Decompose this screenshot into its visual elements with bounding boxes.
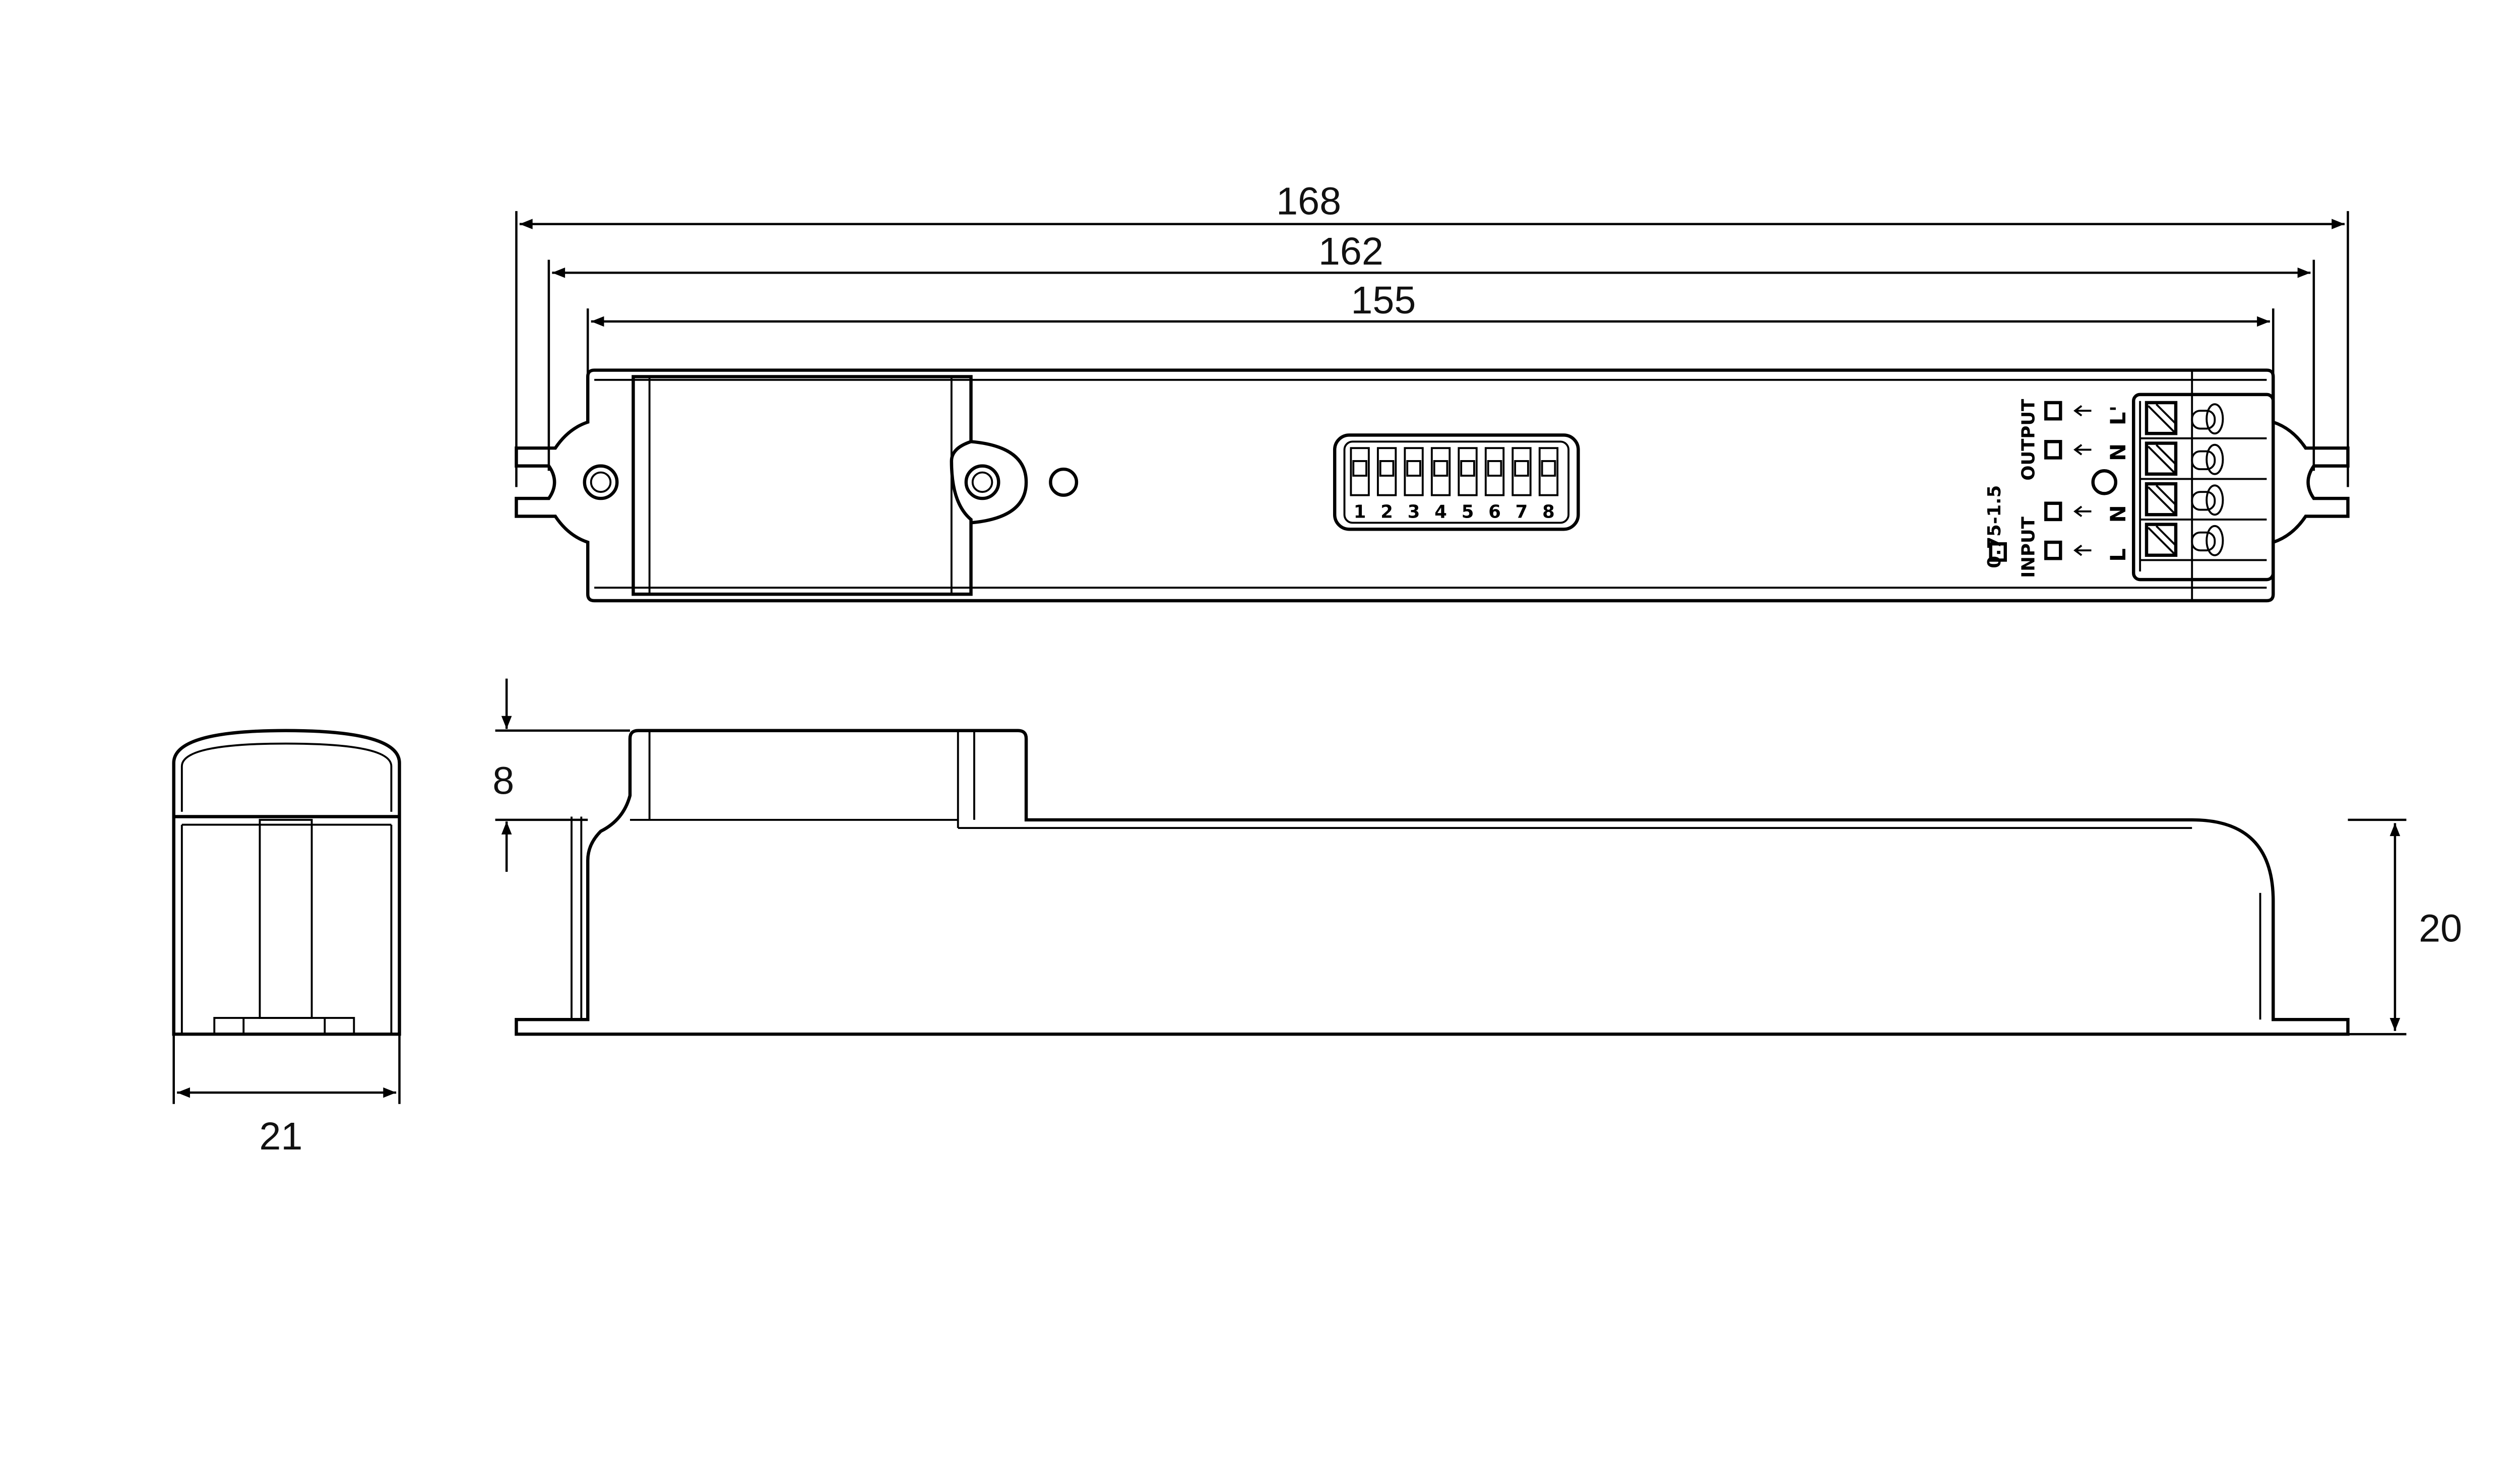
dimension-label-21: 21	[259, 1115, 302, 1158]
dip-switch-6[interactable]: 6	[1484, 447, 1505, 523]
arrow-icon	[2073, 544, 2092, 556]
dip-switch-1[interactable]: 1	[1350, 447, 1370, 523]
left-cover	[632, 375, 973, 596]
terminal-labels: 0.75-1.5 INPUT OUTPUT L' N N L	[1984, 399, 2130, 578]
terminal-label-n-in: N	[2106, 505, 2130, 523]
dimension-label-168: 168	[1276, 179, 1341, 223]
terminal-3[interactable]	[2140, 523, 2267, 561]
dimension-label-8: 8	[492, 759, 514, 802]
terminal-block	[2132, 370, 2275, 601]
wire-range-label: 0.75-1.5	[1984, 485, 2005, 568]
circle-symbol	[2091, 469, 2118, 495]
dip-switch-number: 1	[1354, 502, 1366, 523]
dimension-label-162: 162	[1318, 230, 1383, 273]
terminal-2[interactable]	[2140, 482, 2267, 521]
dip-switch-number: 3	[1408, 502, 1420, 523]
arrow-icon	[2073, 405, 2092, 417]
dip-switch-2[interactable]: 2	[1376, 447, 1397, 523]
terminal-1[interactable]	[2140, 441, 2267, 480]
dimension-162: 162	[547, 230, 2315, 471]
mounting-screw-left	[583, 464, 619, 500]
indicator-led	[1049, 467, 1079, 497]
dip-switch-7[interactable]: 7	[1511, 447, 1532, 523]
dip-switch-4[interactable]: 4	[1430, 447, 1451, 523]
dip-switch-3[interactable]: 3	[1404, 447, 1424, 523]
dip-switch-number: 8	[1542, 502, 1555, 523]
side-view: 8 20	[492, 678, 2462, 1036]
dip-switch-number: 4	[1434, 502, 1447, 523]
input-label: INPUT	[2019, 517, 2039, 578]
end-profile	[172, 729, 401, 1036]
cover-screw	[964, 464, 1000, 500]
dimension-label-155: 155	[1351, 279, 1416, 322]
arrow-icon	[2073, 444, 2092, 456]
arrow-icon	[2073, 505, 2092, 518]
dimension-168: 168	[515, 179, 2349, 487]
wire-range-square	[1989, 542, 2007, 562]
dimension-label-20: 20	[2419, 907, 2462, 950]
dip-switch-number: 5	[1462, 502, 1474, 523]
side-profile	[515, 729, 2350, 1036]
dip-switch-8[interactable]: 8	[1538, 447, 1559, 523]
dimension-20: 20	[2348, 818, 2462, 1036]
housing-outline	[515, 368, 2350, 603]
end-view: 21	[172, 729, 401, 1158]
dip-switch-number: 6	[1488, 502, 1501, 523]
terminal-label-l-in: L	[2106, 548, 2130, 562]
dip-switch-5[interactable]: 5	[1458, 447, 1478, 523]
terminal-0[interactable]	[2140, 401, 2267, 439]
dimension-155: 155	[586, 279, 2275, 377]
terminal-label-l-prime: L'	[2106, 406, 2130, 426]
dip-switch-number: 7	[1516, 502, 1528, 523]
dip-switch-number: 2	[1380, 502, 1393, 523]
terminal-label-n-out: N	[2106, 443, 2130, 461]
output-label: OUTPUT	[2019, 399, 2039, 481]
dimension-21: 21	[172, 1034, 401, 1158]
dimension-8: 8	[492, 678, 631, 872]
